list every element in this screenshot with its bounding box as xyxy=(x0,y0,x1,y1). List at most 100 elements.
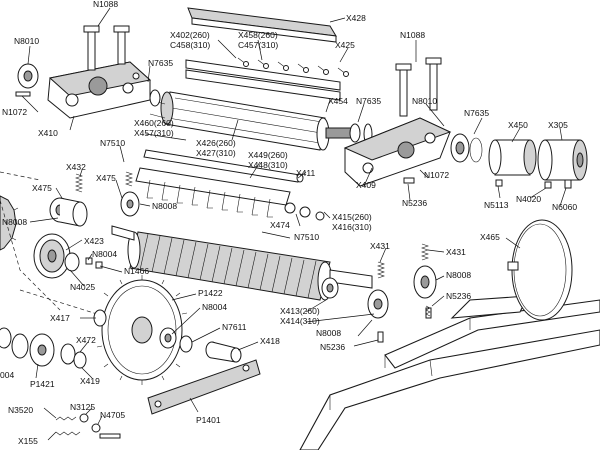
label-n5113: N5113 xyxy=(484,200,509,210)
clips-x474 xyxy=(284,202,325,221)
label-x414: X414(310) xyxy=(280,316,320,326)
label-p1421: P1421 xyxy=(30,379,55,389)
bushing-x418 xyxy=(205,341,242,363)
scraper-bar-x428 xyxy=(187,7,337,43)
label-n1088-right: N1088 xyxy=(400,30,425,40)
blade-plates-x402 xyxy=(185,59,341,101)
bolts-n1088-right xyxy=(395,57,442,117)
fasteners-n3520 xyxy=(55,416,77,421)
label-n8004-a: N8004 xyxy=(92,249,117,259)
label-n4020: N4020 xyxy=(516,194,541,204)
small-fasteners-right xyxy=(403,177,572,189)
bearing-n8010-right xyxy=(450,133,483,163)
label-x432: X432 xyxy=(66,162,86,172)
label-x450: X450 xyxy=(508,120,528,130)
label-x425: X425 xyxy=(335,40,355,50)
label-n6060: N6060 xyxy=(552,202,577,212)
label-n1072-left: N1072 xyxy=(2,107,27,117)
label-n7635-b: N7635 xyxy=(356,96,381,106)
label-n8010-left: N8010 xyxy=(14,36,39,46)
label-n5236-b: N5236 xyxy=(446,291,471,301)
flange-bearing-x414 xyxy=(367,289,389,319)
spring-x475-top xyxy=(125,171,133,187)
spring-x155 xyxy=(55,431,81,436)
bearing-p1421 xyxy=(11,333,76,367)
spring-x432 xyxy=(75,173,83,193)
label-x305: X305 xyxy=(548,120,568,130)
coupling-x450 xyxy=(488,139,537,176)
label-004: 004 xyxy=(0,370,14,380)
label-x460: X460(260) xyxy=(134,118,174,128)
label-x431-b: X431 xyxy=(446,247,466,257)
label-x428: X428 xyxy=(346,13,366,23)
label-x475-a: X475 xyxy=(32,183,52,193)
label-n5236-a: N5236 xyxy=(402,198,427,208)
label-x411: X411 xyxy=(296,168,315,178)
sprocket-left-edge xyxy=(0,195,20,251)
coupling-x305 xyxy=(537,139,588,181)
label-x418: X418 xyxy=(260,336,280,346)
top-roller-x426 xyxy=(149,91,353,151)
label-x413: X413(260) xyxy=(280,306,320,316)
label-x416: X416(310) xyxy=(332,222,372,232)
label-x417: X417 xyxy=(50,313,70,323)
spring-x431-b xyxy=(421,243,429,261)
label-n7635-c: N7635 xyxy=(464,108,489,118)
label-n7510-top: N7510 xyxy=(100,138,125,148)
fasteners-n3125 xyxy=(79,413,89,423)
small-pin-n5236 xyxy=(425,305,431,317)
spring-x431-a xyxy=(377,261,385,279)
label-n4025: N4025 xyxy=(70,282,95,292)
bearing-x413 xyxy=(321,277,339,299)
bearing-n8008-right xyxy=(413,265,437,299)
label-n1072-right: N1072 xyxy=(424,170,449,180)
spacer-x475-a xyxy=(49,197,88,227)
label-x419: X419 xyxy=(80,376,100,386)
label-x448: X448(310) xyxy=(248,160,288,170)
label-n8004-b: N8004 xyxy=(202,302,227,312)
bearing-x475-b xyxy=(120,191,140,217)
label-x431-a: X431 xyxy=(370,241,390,251)
sprocket-p1422 xyxy=(96,275,188,385)
bolts-n1088-left xyxy=(83,25,130,71)
label-n4705: N4705 xyxy=(100,410,125,420)
label-n7611: N7611 xyxy=(222,322,247,332)
label-x423: X423 xyxy=(84,236,104,246)
plate-p1401 xyxy=(147,359,261,415)
label-x426: X426(260) xyxy=(196,138,236,148)
label-c458: C458(310) xyxy=(170,40,210,50)
label-x402: X402(260) xyxy=(170,30,210,40)
label-x449: X449(260) xyxy=(248,150,288,160)
label-n8008-c: N8008 xyxy=(446,270,471,280)
label-n8008-d: N8008 xyxy=(316,328,341,338)
knurled-roller-x415 xyxy=(111,225,373,301)
label-n8010-right: N8010 xyxy=(412,96,437,106)
label-x409: X409 xyxy=(356,180,376,190)
label-x427: X427(310) xyxy=(196,148,236,158)
label-p1422: P1422 xyxy=(198,288,223,298)
leader-lines xyxy=(21,7,567,441)
label-x155: X155 xyxy=(18,436,38,446)
bearing-block-left-x410 xyxy=(47,61,152,119)
spacer-x472 xyxy=(73,351,87,369)
shaft-x411 xyxy=(143,149,304,183)
bolt-n1072-left xyxy=(15,91,31,97)
label-n8008-b: N8008 xyxy=(2,217,27,227)
label-x457: X457(310) xyxy=(134,128,174,138)
label-p1401: P1401 xyxy=(196,415,221,425)
label-n5236-c: N5236 xyxy=(320,342,345,352)
gear-x423 xyxy=(33,233,80,279)
label-x458: X458(260) xyxy=(238,30,278,40)
label-c457: C457(310) xyxy=(238,40,278,50)
fasteners-n4705 xyxy=(91,423,121,439)
label-x475-b: X475 xyxy=(96,173,116,183)
label-n8008-a: N8008 xyxy=(152,201,177,211)
label-n7635-a: N7635 xyxy=(148,58,173,68)
disc-x465 xyxy=(507,219,573,321)
label-x472: X472 xyxy=(76,335,96,345)
label-x454: X454 xyxy=(328,96,348,106)
part-004 xyxy=(0,327,12,349)
label-x415: X415(260) xyxy=(332,212,372,222)
label-x465: X465 xyxy=(480,232,500,242)
hub-n8004-b xyxy=(159,327,193,353)
